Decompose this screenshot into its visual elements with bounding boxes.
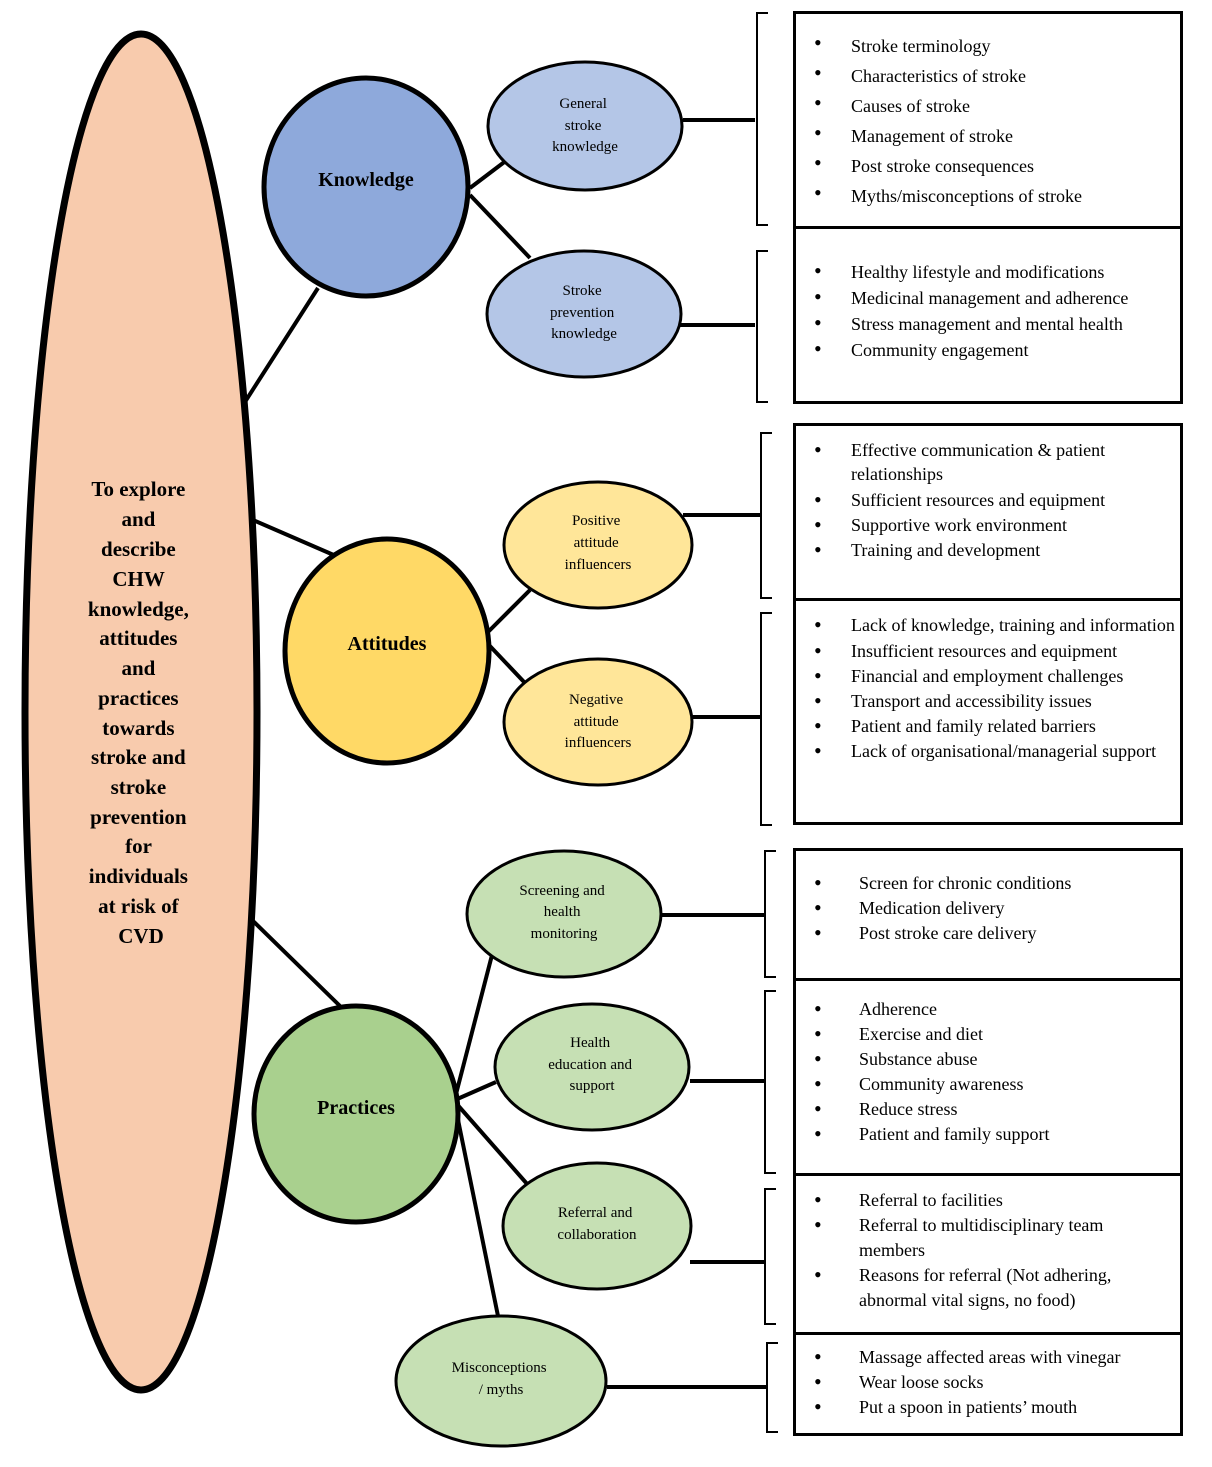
list-item: Management of stroke: [796, 121, 1180, 151]
list-item: Characteristics of stroke: [796, 61, 1180, 91]
list-item: Referral to multidisciplinary team membe…: [796, 1213, 1180, 1263]
box-negative-attitude: Lack of knowledge, training and informat…: [793, 598, 1183, 825]
list-item: Lack of organisational/managerial suppor…: [796, 739, 1180, 763]
subtheme-misconceptions: [394, 1314, 608, 1448]
list-item: Reasons for referral (Not adhering, abno…: [796, 1263, 1180, 1313]
list-item: Supportive work environment: [796, 513, 1180, 538]
list-item: Post stroke care delivery: [796, 921, 1180, 946]
subtheme-negative-attitude: [502, 657, 694, 787]
subtheme-screening-label: Screening and health monitoring: [519, 883, 608, 942]
list-item: Training and development: [796, 538, 1180, 563]
list-item: Massage affected areas with vinegar: [796, 1345, 1180, 1370]
list-item: Wear loose socks: [796, 1370, 1180, 1395]
list-item: Insufficient resources and equipment: [796, 639, 1180, 664]
box-health-education: Adherence Exercise and diet Substance ab…: [793, 978, 1183, 1176]
subtheme-health-education-label: Health education and support: [548, 1035, 635, 1094]
list-item: Stress management and mental health: [796, 311, 1180, 337]
list-item: Medicinal management and adherence: [796, 285, 1180, 311]
list-item: Referral to facilities: [796, 1188, 1180, 1213]
list-item: Adherence: [796, 997, 1180, 1022]
subtheme-health-education: [493, 1002, 691, 1132]
subtheme-general-knowledge-label: General stroke knowledge: [552, 96, 618, 155]
main-aim-ellipse: [21, 30, 261, 1394]
list-item: Patient and family related barriers: [796, 714, 1180, 739]
list-item: Sufficient resources and equipment: [796, 488, 1180, 513]
list-item: Medication delivery: [796, 896, 1180, 921]
list-item: Put a spoon in patients’ mouth: [796, 1395, 1180, 1420]
box-misconceptions: Massage affected areas with vinegar Wear…: [793, 1332, 1183, 1436]
list-item: Community engagement: [796, 337, 1180, 363]
main-aim-text: To explore and describe CHW knowledge, a…: [88, 477, 194, 948]
box-screening: Screen for chronic conditions Medication…: [793, 848, 1183, 981]
subtheme-referral: [501, 1161, 693, 1291]
list-item: Transport and accessibility issues: [796, 689, 1180, 714]
list-item: Exercise and diet: [796, 1022, 1180, 1047]
box-general-knowledge: Stroke terminology Characteristics of st…: [793, 11, 1183, 229]
theme-practices-label: Practices: [317, 1097, 395, 1119]
list-item: Lack of knowledge, training and informat…: [796, 613, 1180, 637]
subtheme-negative-attitude-label: Negative attitude influencers: [565, 692, 632, 751]
theme-attitudes-label: Attitudes: [348, 633, 427, 655]
theme-practices-circle: [251, 1003, 461, 1225]
subtheme-referral-label: Referral and collaboration: [557, 1205, 637, 1243]
theme-attitudes-circle: [282, 536, 492, 766]
subtheme-misconceptions-label: Misconceptions / myths: [452, 1360, 551, 1398]
list-item: Reduce stress: [796, 1097, 1180, 1122]
list-item: Stroke terminology: [796, 31, 1180, 61]
list-item: Financial and employment challenges: [796, 664, 1180, 689]
list-item: Healthy lifestyle and modifications: [796, 259, 1180, 285]
brackets: [756, 12, 778, 1433]
list-item: Patient and family support: [796, 1122, 1180, 1147]
subtheme-prevention-knowledge-label: Stroke prevention knowledge: [550, 283, 618, 342]
subtheme-positive-attitude-label: Positive attitude influencers: [565, 513, 632, 573]
list-item: Screen for chronic conditions: [796, 871, 1180, 896]
theme-knowledge-circle: [261, 75, 471, 299]
box-positive-attitude: Effective communication & patient relati…: [793, 423, 1183, 601]
subtheme-prevention-knowledge: [485, 249, 683, 379]
list-item: Myths/misconceptions of stroke: [796, 181, 1180, 211]
list-item: Substance abuse: [796, 1047, 1180, 1072]
subtheme-general-knowledge: [486, 60, 684, 192]
list-item: Community awareness: [796, 1072, 1180, 1097]
list-item: Effective communication & patient relati…: [796, 438, 1180, 486]
list-item: Causes of stroke: [796, 91, 1180, 121]
box-referral: Referral to facilities Referral to multi…: [793, 1173, 1183, 1335]
connector-lines: [241, 118, 766, 1389]
subtheme-screening: [465, 849, 663, 979]
box-prevention-knowledge: Healthy lifestyle and modifications Medi…: [793, 226, 1183, 404]
list-item: Post stroke consequences: [796, 151, 1180, 181]
theme-knowledge-label: Knowledge: [318, 169, 414, 191]
subtheme-positive-attitude: [502, 480, 694, 610]
